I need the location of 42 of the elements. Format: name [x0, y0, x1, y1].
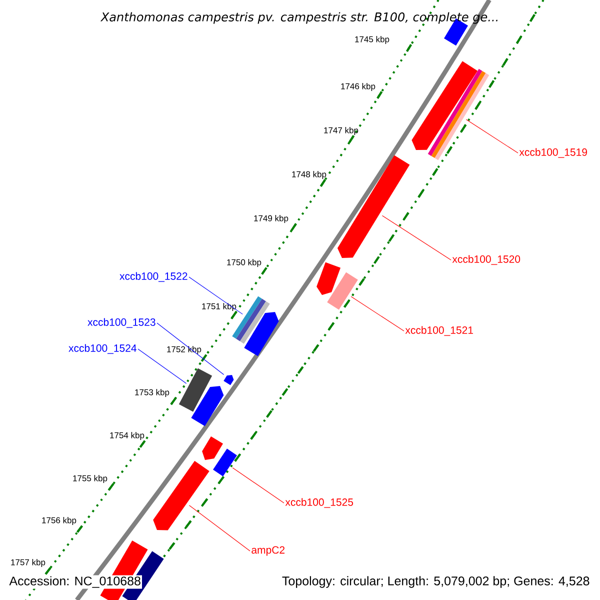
tick-label: 1755 kbp — [73, 475, 108, 483]
tick-label: 1757 kbp — [11, 559, 46, 567]
gene-bar — [153, 460, 210, 530]
tick-label: 1748 kbp — [292, 171, 326, 179]
gene-label: xccb100_1525 — [285, 498, 354, 508]
gene-label: xccb100_1522 — [120, 272, 188, 282]
leader-line — [188, 505, 250, 552]
accession-text: Accession: NC_010688 — [8, 575, 142, 589]
leader-line — [188, 276, 243, 314]
gene-label: ampC2 — [252, 546, 284, 556]
tick-label: 1750 kbp — [227, 259, 262, 267]
tick-label: 1745 kbp — [355, 36, 390, 44]
gene-bar — [213, 448, 237, 476]
gene-bar — [224, 375, 234, 386]
tick-label: 1749 kbp — [254, 215, 288, 223]
gene-label: xccb100_1520 — [452, 255, 520, 265]
tick-label: 1753 kbp — [135, 389, 170, 397]
leader-line — [382, 215, 452, 260]
gene-bar — [327, 272, 358, 310]
gene-label: xccb100_1519 — [519, 148, 587, 158]
tick-label: 1747 kbp — [324, 127, 358, 135]
gene-bar — [337, 155, 410, 258]
gene-bar — [178, 368, 212, 412]
gene-bar — [412, 61, 478, 150]
gene-bar — [202, 436, 223, 460]
summary-text: Topology: circular; Length: 5,079,002 bp; Genes: 4,528 — [280, 575, 591, 589]
title: Xanthomonas campestris pv. campestris str. B100, complete ge... — [100, 12, 498, 24]
gene-bar — [244, 312, 279, 356]
gene-bar — [316, 262, 341, 295]
gene-label: xccb100_1524 — [68, 344, 136, 354]
gene-bar — [428, 68, 490, 160]
gene-label: xccb100_1521 — [405, 326, 473, 336]
leader-line — [350, 296, 404, 332]
tick-label: 1746 kbp — [341, 83, 376, 91]
leader-line — [466, 119, 518, 154]
gene-label: xccb100_1523 — [88, 318, 156, 328]
tick-label: 1754 kbp — [110, 432, 144, 440]
leader-line — [232, 467, 284, 504]
tick-label: 1756 kbp — [42, 517, 76, 525]
leader-line — [156, 322, 224, 375]
gene-bar — [191, 386, 224, 426]
leader-line — [138, 348, 187, 384]
